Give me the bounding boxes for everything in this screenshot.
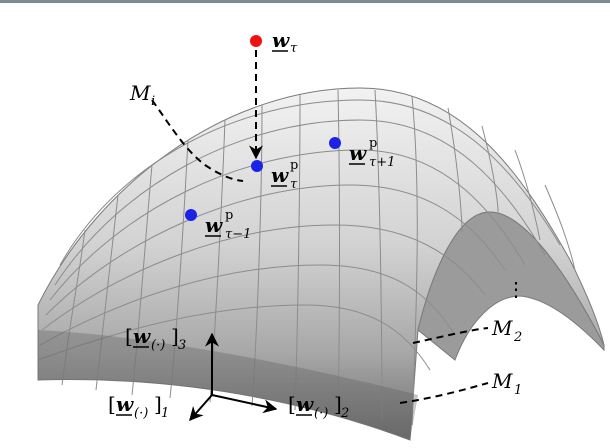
svg-text:2: 2 bbox=[340, 406, 349, 421]
label-w-tau-plus-1-p: w p τ+1 bbox=[349, 136, 395, 170]
label-w-tau: w τ bbox=[272, 28, 298, 56]
mesh-lines-transverse bbox=[61, 89, 576, 426]
svg-text:p: p bbox=[225, 208, 233, 223]
svg-text:p: p bbox=[369, 136, 377, 151]
svg-text:(·): (·) bbox=[151, 338, 165, 353]
svg-text:(·): (·) bbox=[314, 406, 328, 421]
svg-text:M: M bbox=[491, 316, 513, 340]
manifold-1-pointer bbox=[399, 382, 489, 404]
svg-text:w: w bbox=[116, 392, 134, 416]
blue-dot-icon bbox=[185, 209, 197, 221]
red-dot-icon bbox=[250, 35, 262, 47]
svg-text:i: i bbox=[151, 94, 155, 109]
svg-text:3: 3 bbox=[178, 338, 186, 353]
axis-label-3: [ w (·) ] 3 bbox=[125, 324, 186, 353]
svg-text:2: 2 bbox=[513, 330, 522, 345]
svg-text:w: w bbox=[133, 324, 151, 348]
coordinate-axes-icon bbox=[189, 332, 278, 422]
svg-text:[: [ bbox=[108, 392, 116, 416]
mesh-lines-longitudinal bbox=[37, 99, 561, 371]
svg-text:w: w bbox=[271, 163, 289, 187]
axis-label-2: [ w (·) ] 2 bbox=[288, 392, 349, 421]
label-manifold-1: M 1 bbox=[491, 369, 522, 398]
front-shade bbox=[38, 330, 418, 440]
svg-text:τ−1: τ−1 bbox=[225, 227, 251, 242]
ellipsis: ⋮ bbox=[506, 277, 526, 301]
svg-text:]: ] bbox=[171, 324, 179, 348]
svg-text:1: 1 bbox=[161, 406, 169, 421]
svg-text:[: [ bbox=[125, 324, 133, 348]
axis-label-1: [ w (·) ] 1 bbox=[108, 392, 169, 421]
svg-text:]: ] bbox=[334, 392, 342, 416]
svg-text:(·): (·) bbox=[134, 406, 148, 421]
blue-dot-icon bbox=[329, 137, 341, 149]
svg-text:w: w bbox=[349, 141, 367, 165]
svg-text:p: p bbox=[290, 158, 298, 173]
blue-dot-icon bbox=[251, 160, 263, 172]
label-w-tau-p: w p τ bbox=[271, 158, 298, 192]
axis-left-down bbox=[189, 394, 213, 422]
label-manifold-2: M 2 bbox=[491, 316, 522, 345]
svg-text:]: ] bbox=[154, 392, 162, 416]
svg-text:w: w bbox=[272, 28, 290, 52]
svg-text:1: 1 bbox=[514, 383, 522, 398]
svg-text:τ: τ bbox=[290, 177, 298, 192]
svg-text:τ: τ bbox=[290, 41, 298, 56]
svg-text:M: M bbox=[129, 81, 151, 105]
svg-text:w: w bbox=[296, 392, 314, 416]
label-manifold-i: M i bbox=[129, 81, 155, 109]
svg-text:w: w bbox=[205, 213, 223, 237]
manifold-i-curve bbox=[151, 99, 244, 182]
svg-text:τ+1: τ+1 bbox=[369, 155, 395, 170]
manifold-underside bbox=[417, 211, 605, 361]
top-rule bbox=[0, 0, 610, 3]
axis-right bbox=[211, 394, 278, 414]
svg-text:M: M bbox=[491, 369, 513, 393]
svg-text:[: [ bbox=[288, 392, 296, 416]
label-w-tau-minus-1-p: w p τ−1 bbox=[205, 208, 251, 242]
